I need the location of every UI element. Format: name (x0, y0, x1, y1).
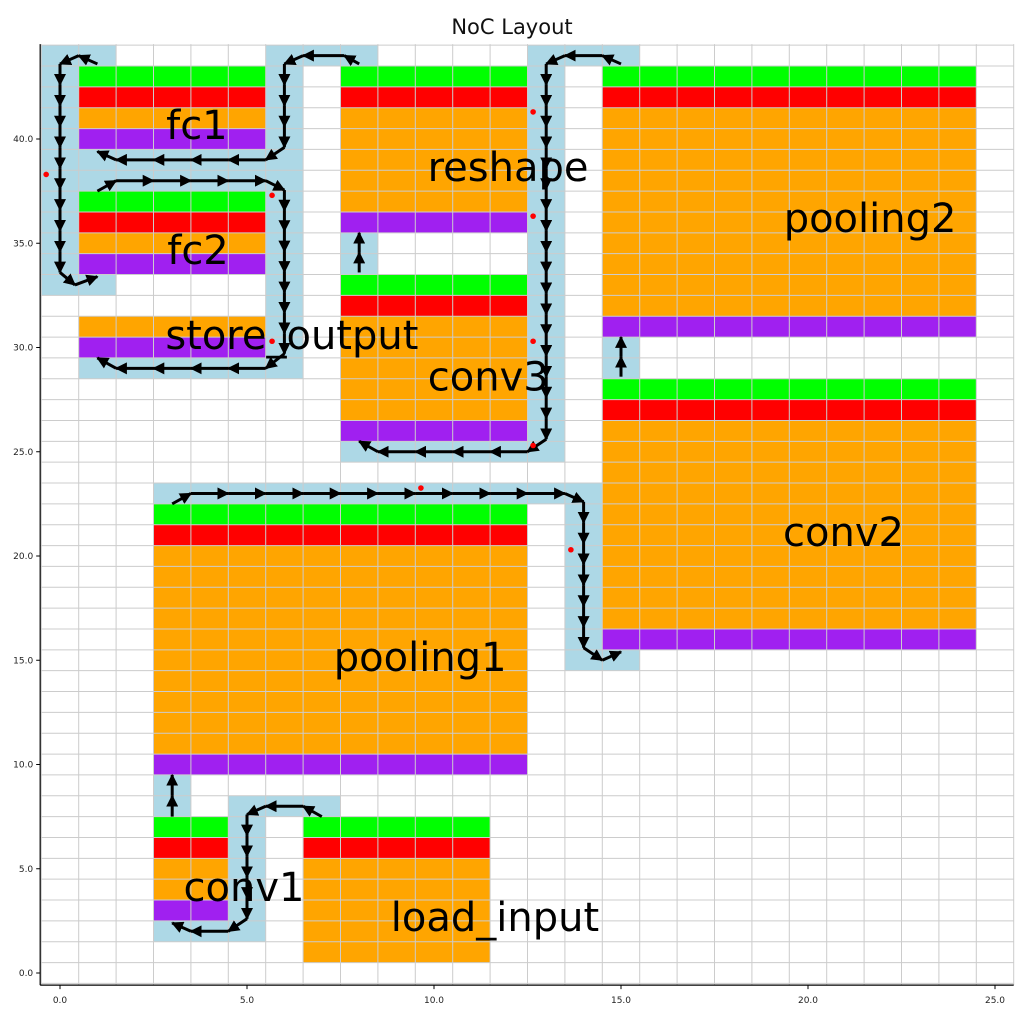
router-dot (530, 109, 536, 115)
block-store_output-purple-layer (78, 337, 266, 358)
block-label-pooling1: pooling1 (334, 635, 507, 681)
noc-routes (54, 49, 627, 938)
router-dot (269, 338, 275, 345)
grid (40, 44, 1015, 986)
route-arrow (59, 271, 76, 287)
block-label-fc1: fc1 (166, 103, 228, 149)
block-fc1-orange-layer (78, 107, 266, 129)
block-fc2-red-layer (78, 211, 266, 233)
x-tick-label: 10.0 (424, 996, 444, 1006)
route-arrow (96, 179, 118, 193)
block-conv3-orange-layer (340, 316, 528, 421)
axes: 0.0 5.0 10.0 15.0 20.0 25.0 0.0 5.0 10.0 15.0 20.0… (13, 44, 1014, 1006)
block-fc1-red-layer (78, 86, 266, 108)
route-arrow (265, 179, 286, 192)
block-reshape-purple-layer (340, 211, 528, 233)
y-tick-label: 15.0 (13, 656, 33, 666)
y-tick-label: 35.0 (13, 239, 33, 249)
x-tick-label: 20.0 (798, 996, 818, 1006)
route-arrow (526, 437, 548, 453)
block-fc2-green-layer (78, 191, 266, 212)
router-dots (43, 109, 574, 553)
block-label-conv3: conv3 (428, 355, 549, 401)
route-arrow (564, 491, 585, 504)
block-labels: fc1 fc2 store_output reshape conv3 pooling2 co… (165, 103, 956, 941)
block-reshape-orange-layer (340, 107, 528, 212)
route-arrow (343, 54, 360, 67)
x-tick-label: 25.0 (985, 996, 1005, 1006)
block-store_output-orange-layer (78, 316, 266, 338)
block-fc2-orange-layer (78, 232, 266, 254)
route-arrow (601, 650, 623, 662)
block-load_input-green-layer (303, 816, 491, 838)
block-fc2-purple-layer (78, 253, 266, 275)
y-tick-label: 30.0 (13, 344, 33, 354)
route-arrow (96, 356, 117, 370)
route-arrow (264, 352, 286, 370)
route-arrow (227, 917, 248, 933)
x-tick-label: 15.0 (611, 996, 631, 1006)
route-arrow (58, 54, 80, 66)
route-arrow (545, 54, 566, 66)
y-tick-label: 10.0 (13, 761, 33, 771)
block-label-pooling2: pooling2 (784, 196, 957, 242)
route-arrow (601, 54, 622, 66)
block-label-load_input: load_input (391, 895, 599, 941)
x-tick-label: 0.0 (53, 996, 68, 1006)
route-arrow (582, 646, 604, 662)
block-load_input-orange-layer (303, 858, 491, 963)
route-arrow (171, 921, 192, 933)
router-dot (269, 192, 275, 199)
y-tick-label: 25.0 (13, 448, 33, 458)
block-conv3-green-layer (340, 274, 528, 296)
block-conv3-red-layer (340, 295, 528, 317)
block-reshape-green-layer (340, 66, 528, 87)
y-tick-label: 40.0 (13, 135, 33, 145)
router-dot (568, 546, 574, 553)
route-arrow (96, 150, 117, 162)
router-dot (530, 442, 536, 449)
block-label-store_output: store_output (165, 313, 418, 359)
route-arrow (245, 804, 267, 816)
block-label-conv2: conv2 (783, 510, 904, 556)
route-arrow (264, 146, 286, 162)
y-tick-label: 20.0 (13, 552, 33, 562)
block-label-reshape: reshape (428, 145, 589, 191)
block-label-conv1: conv1 (184, 865, 305, 911)
block-fc1-purple-layer (78, 128, 266, 150)
block-load_input-red-layer (303, 837, 491, 859)
block-label-fc2: fc2 (167, 228, 229, 274)
router-dot (418, 485, 424, 491)
block-reshape-red-layer (340, 86, 528, 108)
route-arrow (77, 54, 99, 66)
block-conv3-purple-layer (340, 420, 528, 442)
router-dot (530, 213, 536, 219)
route-arrow (283, 54, 304, 66)
route-arrow (358, 440, 379, 454)
block-fc1-green-layer (78, 66, 266, 87)
y-tick-label: 5.0 (19, 865, 34, 875)
x-tick-label: 5.0 (240, 996, 255, 1006)
route-arrow (302, 804, 323, 818)
router-dot (530, 338, 536, 345)
y-tick-label: 0.0 (19, 969, 34, 979)
route-arrow (171, 492, 192, 506)
router-dot (43, 171, 49, 178)
chart-title: NoC Layout (451, 15, 572, 39)
route-arrow (74, 274, 99, 287)
